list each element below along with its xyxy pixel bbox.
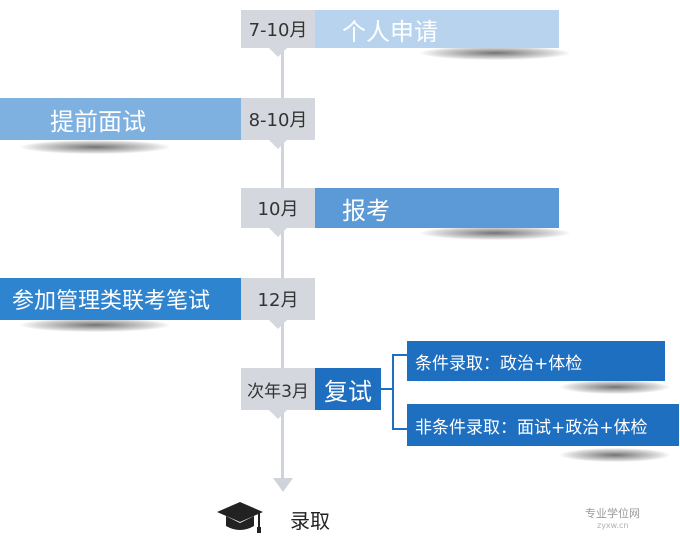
watermark-sub: zyxw.cn <box>597 521 629 530</box>
step-date-register: 10月 <box>241 188 315 237</box>
branch-connector-stem <box>381 388 393 390</box>
branch-conditional-admission: 条件录取：政治+体检 <box>407 341 665 381</box>
branch-connector <box>392 354 408 430</box>
step-label-written-exam: 参加管理类联考笔试 <box>0 278 245 320</box>
shadow <box>420 226 570 240</box>
watermark-text: 专业学位网 <box>585 507 640 520</box>
step-label-register: 报考 <box>314 188 559 228</box>
step-label-early-interview: 提前面试 <box>0 98 245 140</box>
shadow <box>560 380 670 394</box>
watermark: 专业学位网 zyxw.cn <box>585 508 640 532</box>
final-admission-label: 录取 <box>290 509 330 533</box>
step-date-apply: 7-10月 <box>241 10 315 57</box>
graduation-cap-icon <box>217 502 263 533</box>
step-date-written-exam: 12月 <box>241 278 315 329</box>
shadow <box>420 46 570 60</box>
timeline-arrowhead <box>273 478 293 492</box>
step-label-retest: 复试 <box>315 368 381 410</box>
step-date-early-interview: 8-10月 <box>241 98 315 149</box>
step-label-apply: 个人申请 <box>314 10 559 48</box>
shadow <box>20 318 170 332</box>
shadow <box>560 448 670 462</box>
branch-unconditional-admission: 非条件录取：面试+政治+体检 <box>407 404 679 446</box>
step-date-retest: 次年3月 <box>241 368 315 419</box>
shadow <box>20 140 170 154</box>
timeline-axis <box>281 44 284 482</box>
